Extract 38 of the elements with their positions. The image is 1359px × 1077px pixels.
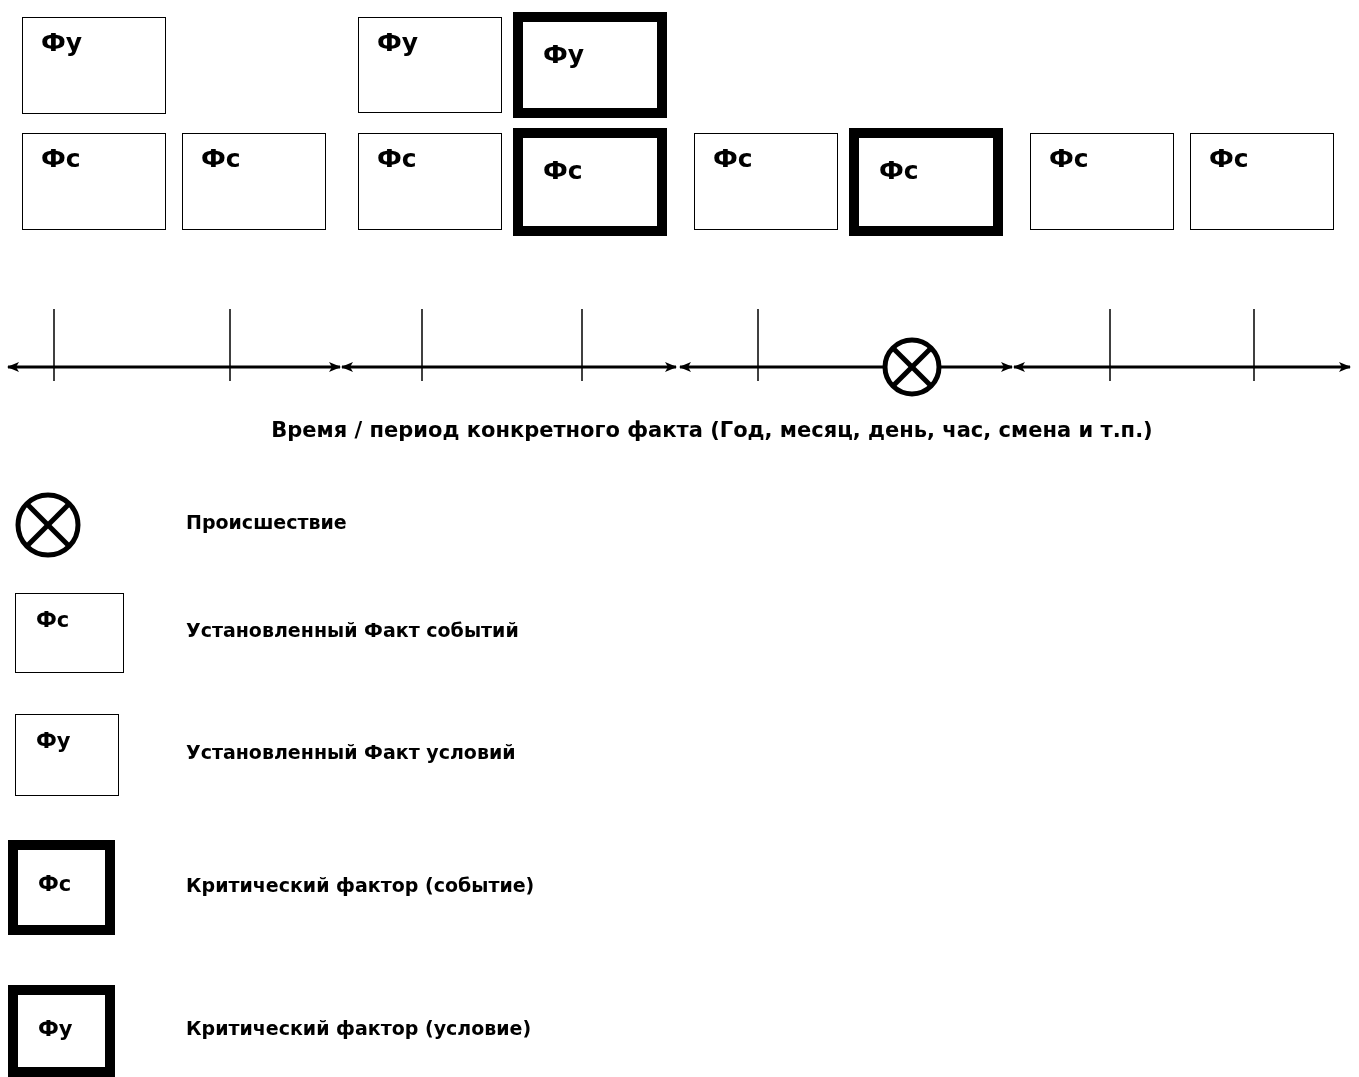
box-label: Фс <box>38 872 72 896</box>
box-label: Фу <box>41 28 83 57</box>
legend-text: Критический фактор (событие) <box>186 873 535 896</box>
fact-box <box>15 593 124 673</box>
incident-symbol <box>15 492 81 558</box>
box-label: Фу <box>38 1017 73 1041</box>
legend-text: Установленный Факт событий <box>186 619 519 641</box>
critical-factor-box <box>849 128 1003 236</box>
incident-symbol <box>882 337 942 397</box>
fact-box <box>15 714 119 796</box>
box-label: Фс <box>201 144 241 173</box>
critical-factor-box <box>8 840 115 935</box>
box-label: Фс <box>41 144 81 173</box>
critical-factor-box <box>513 128 667 236</box>
fact-box <box>358 17 502 113</box>
fact-box <box>22 133 166 230</box>
box-label: Фс <box>1209 144 1249 173</box>
box-label: Фс <box>543 156 583 185</box>
box-label: Фу <box>36 729 71 753</box>
fact-box <box>358 133 502 230</box>
legend-text: Происшествие <box>186 511 347 533</box>
legend-text: Критический фактор (условие) <box>186 1017 532 1039</box>
fact-box <box>1030 133 1174 230</box>
box-label: Фу <box>543 40 585 69</box>
critical-factor-box <box>8 985 115 1077</box>
fact-box <box>694 133 838 230</box>
box-label: Фс <box>713 144 753 173</box>
box-label: Фу <box>377 28 419 57</box>
fact-box <box>182 133 326 230</box>
box-label: Фс <box>36 608 70 632</box>
fact-box <box>22 17 166 114</box>
box-label: Фс <box>879 156 919 185</box>
box-label: Фс <box>1049 144 1089 173</box>
legend-text: Установленный Факт условий <box>186 741 516 763</box>
axis-caption: Время / период конкретного факта (Год, месяц, день, час, смена и т.п.) <box>270 418 1154 442</box>
fact-box <box>1190 133 1334 230</box>
box-label: Фс <box>377 144 417 173</box>
critical-factor-box <box>513 12 667 118</box>
